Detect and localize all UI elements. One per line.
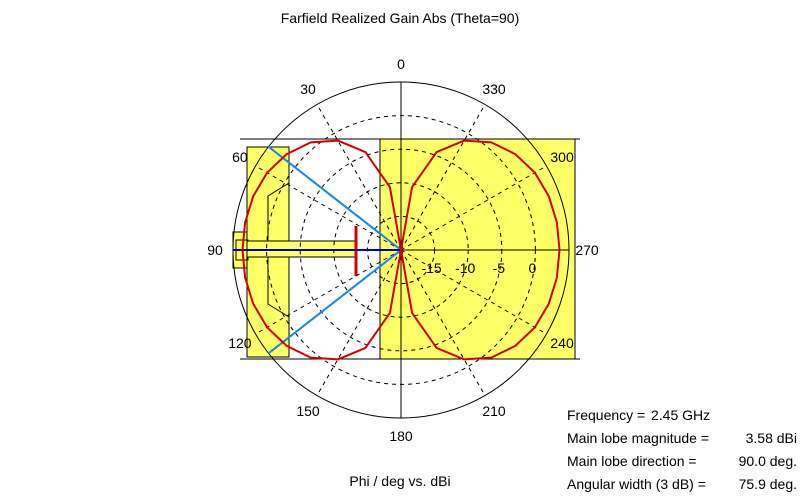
angle-tick-60: 60 bbox=[232, 149, 248, 165]
radial-tick-1: -10 bbox=[455, 260, 475, 276]
main-lobe-magnitude-label: Main lobe magnitude = bbox=[567, 430, 710, 446]
angle-tick-90: 90 bbox=[207, 242, 223, 258]
spoke-330 bbox=[400, 104, 486, 251]
info-panel: Frequency = 2.45 GHz Main lobe magnitude … bbox=[567, 404, 797, 496]
spoke-150 bbox=[316, 249, 402, 396]
beam-edge-line-0 bbox=[267, 145, 402, 251]
main-lobe-magnitude-value: 3.58 dBi bbox=[745, 430, 797, 446]
main-lobe-direction-label: Main lobe direction = bbox=[567, 453, 697, 469]
beam-edge-line-1 bbox=[267, 249, 402, 355]
angular-width-row: Angular width (3 dB) = 75.9 deg. bbox=[567, 473, 797, 496]
frequency-row: Frequency = 2.45 GHz bbox=[567, 404, 797, 427]
spoke-30 bbox=[316, 104, 402, 251]
angle-tick-0: 0 bbox=[397, 56, 405, 72]
angle-tick-240: 240 bbox=[550, 335, 574, 351]
radial-tick-3: 0 bbox=[529, 260, 537, 276]
substrate-rect bbox=[379, 138, 576, 360]
gain-trace bbox=[241, 139, 561, 361]
spoke-120 bbox=[255, 249, 402, 335]
beamwidth-markers bbox=[233, 145, 402, 355]
angle-tick-210: 210 bbox=[482, 403, 506, 419]
angle-tick-300: 300 bbox=[550, 149, 574, 165]
radial-tick-0: -15 bbox=[421, 260, 441, 276]
angular-width-label: Angular width (3 dB) = bbox=[567, 476, 706, 492]
frequency-value: 2.45 GHz bbox=[651, 407, 711, 423]
angle-tick-120: 120 bbox=[228, 335, 252, 351]
spoke-60 bbox=[255, 165, 402, 251]
main-lobe-direction-value: 90.0 deg. bbox=[738, 453, 797, 469]
angle-tick-330: 330 bbox=[482, 81, 506, 97]
radial-tick-2: -5 bbox=[493, 260, 506, 276]
spoke-240 bbox=[400, 249, 547, 335]
tick-labels: 0 30 60 90 120 150 180 210 240 270 300 330 -15 -10 -5 0 bbox=[207, 56, 599, 444]
chart-title: Farfield Realized Gain Abs (Theta=90) bbox=[280, 10, 520, 26]
angle-tick-30: 30 bbox=[300, 81, 316, 97]
main-lobe-direction-row: Main lobe direction = 90.0 deg. bbox=[567, 450, 797, 473]
angle-tick-150: 150 bbox=[296, 403, 320, 419]
x-axis-label: Phi / deg vs. dBi bbox=[349, 473, 451, 489]
gain-trace-line bbox=[241, 139, 561, 361]
angle-tick-270: 270 bbox=[575, 242, 599, 258]
angle-tick-180: 180 bbox=[389, 428, 413, 444]
angular-width-value: 75.9 deg. bbox=[738, 476, 797, 492]
frequency-label: Frequency = bbox=[567, 407, 646, 423]
spoke-300 bbox=[400, 165, 547, 251]
main-lobe-magnitude-row: Main lobe magnitude = 3.58 dBi bbox=[567, 427, 797, 450]
spoke-210 bbox=[400, 249, 486, 396]
